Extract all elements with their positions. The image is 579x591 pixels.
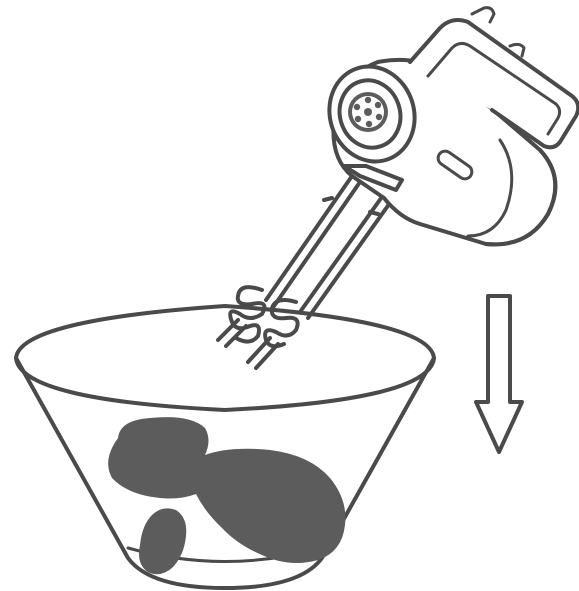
beater-icon — [218, 176, 392, 368]
food-ingredients-icon — [108, 417, 345, 574]
bowl-rim — [16, 306, 434, 410]
down-arrow-icon — [476, 296, 522, 452]
hand-mixer-icon — [317, 8, 578, 245]
